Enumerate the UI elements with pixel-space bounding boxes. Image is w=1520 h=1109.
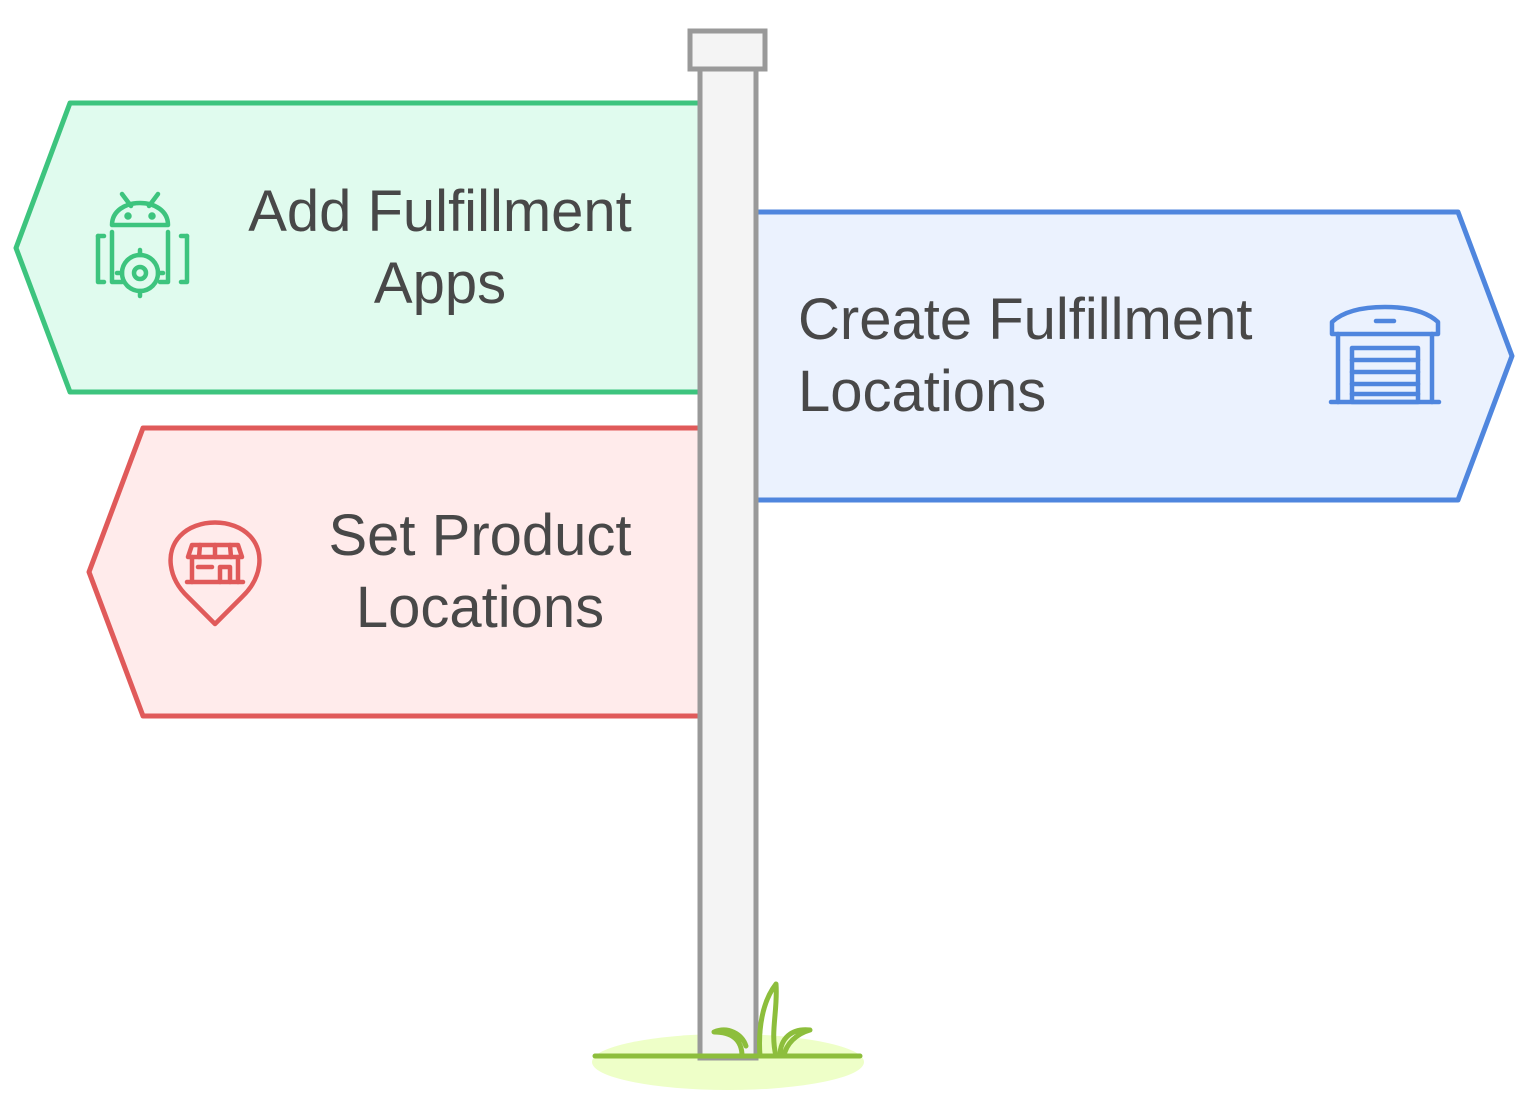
sign-label-line: Set Product xyxy=(328,503,632,568)
android-gear-icon xyxy=(95,191,190,299)
signpost-cap xyxy=(687,28,768,72)
store-location-pin-icon xyxy=(168,520,262,627)
sign-label-line: Apps xyxy=(373,251,507,316)
sign-add-fulfillment-apps xyxy=(13,100,700,395)
signpost-pole xyxy=(697,65,759,1061)
ground-shadow xyxy=(592,1034,864,1090)
sign-set-product-locations xyxy=(86,425,700,719)
sign-label-line: Locations xyxy=(798,359,1047,424)
sign-label-set-product-locations: Set Product Locations xyxy=(270,500,690,644)
sign-label-add-fulfillment-apps: Add Fulfillment Apps xyxy=(200,176,680,320)
sign-label-create-fulfillment-locations: Create Fulfillment Locations xyxy=(798,284,1318,428)
grass-icon xyxy=(592,981,863,1059)
sign-label-line: Add Fulfillment xyxy=(248,179,632,244)
warehouse-icon xyxy=(1328,304,1442,405)
sign-create-fulfillment-locations xyxy=(756,209,1515,503)
sign-label-line: Locations xyxy=(355,575,605,640)
sign-label-line: Create Fulfillment xyxy=(798,287,1253,352)
